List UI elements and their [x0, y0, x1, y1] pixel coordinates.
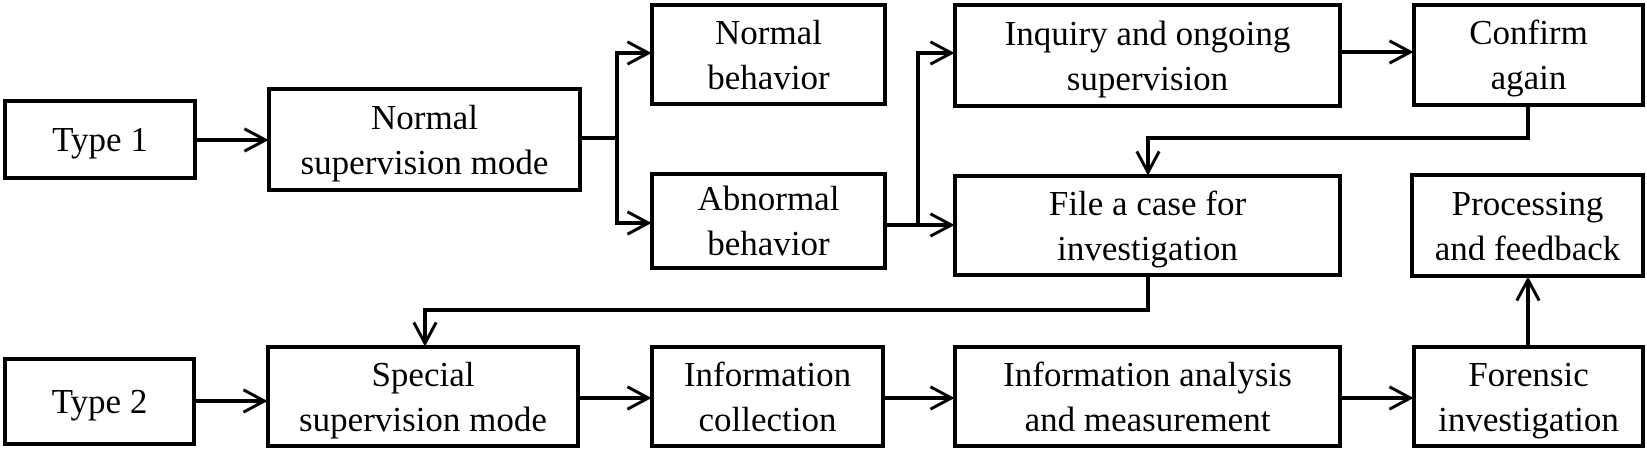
box-type2-label: Type 2 [51, 382, 148, 421]
box-abnormal-behavior-label: Abnormal behavior [697, 179, 840, 263]
box-special-supervision-mode: Special supervision mode [266, 345, 580, 448]
box-type1: Type 1 [3, 99, 197, 180]
box-file-a-case-for-investigation: File a case for investigation [953, 174, 1342, 277]
box-abnormal-behavior: Abnormal behavior [650, 172, 887, 270]
box-file-a-case-for-investigation-label: File a case for investigation [1048, 183, 1247, 268]
box-type1-label: Type 1 [52, 120, 148, 159]
box-confirm-again-label: Confirm again [1469, 13, 1588, 97]
box-information-collection-label: Information collection [683, 354, 852, 439]
box-forensic-investigation: Forensic investigation [1412, 345, 1645, 448]
edge-abnormal-behavior-to-inquiry [916, 40, 955, 225]
box-inquiry-and-ongoing-supervision-label: Inquiry and ongoing supervision [1004, 13, 1291, 98]
edge-normal-supervision-to-abnormal-behavior [615, 138, 652, 236]
box-forensic-investigation-label: Forensic investigation [1438, 354, 1619, 439]
box-information-analysis-and-measurement-label: Information analysis and measurement [1003, 354, 1292, 439]
box-processing-and-feedback: Processing and feedback [1410, 173, 1645, 278]
box-normal-supervision-mode-label: Normal supervision mode [300, 97, 549, 182]
box-normal-behavior-label: Normal behavior [707, 12, 830, 97]
edge-confirm-again-to-file-case [1135, 107, 1530, 176]
box-special-supervision-mode-label: Special supervision mode [299, 354, 547, 439]
box-processing-and-feedback-label: Processing and feedback [1434, 183, 1621, 268]
box-information-collection: Information collection [650, 345, 885, 448]
box-inquiry-and-ongoing-supervision: Inquiry and ongoing supervision [953, 3, 1342, 108]
box-normal-supervision-mode: Normal supervision mode [267, 87, 582, 192]
box-confirm-again: Confirm again [1412, 3, 1645, 107]
edge-normal-supervision-to-normal-behavior [582, 40, 652, 140]
box-information-analysis-and-measurement: Information analysis and measurement [953, 345, 1342, 448]
edge-file-case-to-special-supervision [412, 277, 1150, 347]
box-type2: Type 2 [3, 357, 196, 446]
box-normal-behavior: Normal behavior [650, 3, 887, 106]
